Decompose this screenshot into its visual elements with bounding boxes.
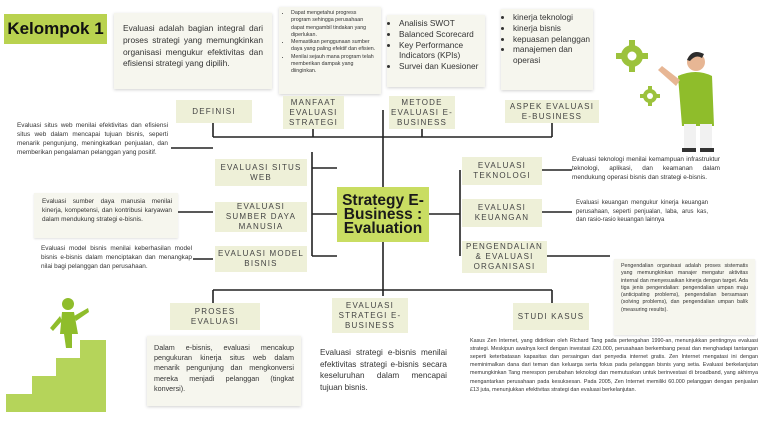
node-pengendalian: PENGENDALIAN & EVALUASI ORGANISASI bbox=[462, 241, 547, 273]
sdm-description: Evaluasi sumber daya manusia menilai kin… bbox=[42, 198, 172, 223]
situs-web-description: Evaluasi situs web menilai efektivitas d… bbox=[17, 122, 168, 157]
node-evaluasi-strategi: EVALUASI STRATEGI E-BUSINESS bbox=[332, 298, 408, 333]
central-topic: Strategy E-Business : Evaluation bbox=[337, 187, 429, 242]
list-item: kinerja bisnis bbox=[513, 23, 591, 34]
metode-card: Analisis SWOT Balanced Scorecard Key Per… bbox=[387, 15, 485, 87]
pengendalian-card: Pengendalian organisasi adalah proses si… bbox=[614, 259, 755, 335]
node-evaluasi-sdm: EVALUASI SUMBER DAYA MANUSIA bbox=[215, 202, 307, 232]
list-item: Balanced Scorecard bbox=[399, 29, 483, 40]
list-item: kepuasan pelanggan bbox=[513, 34, 591, 45]
node-evaluasi-model-bisnis: EVALUASI MODEL BISNIS bbox=[215, 246, 307, 272]
gear-icon bbox=[640, 86, 660, 106]
node-evaluasi-keuangan: EVALUASI KEUANGAN bbox=[462, 199, 542, 227]
pengendalian-description: Pengendalian organisasi adalah proses si… bbox=[621, 263, 748, 313]
list-item: Key Performance Indicators (KPIs) bbox=[399, 40, 483, 62]
stairs-climber-illustration bbox=[6, 298, 106, 412]
strategi-description: Evaluasi strategi e-bisnis menilai efekt… bbox=[320, 348, 447, 392]
manfaat-list: Dapat mengetahui progress program sehing… bbox=[281, 10, 377, 76]
node-manfaat: MANFAAT EVALUASI STRATEGI bbox=[283, 96, 344, 129]
studi-kasus-description: Kasus Zen Internet, yang didirikan oleh … bbox=[470, 338, 758, 393]
gear-icon bbox=[616, 40, 648, 72]
teknologi-description: Evaluasi teknologi menilai kemampuan inf… bbox=[572, 156, 720, 182]
node-metode: METODE EVALUASI E-BUSINESS bbox=[389, 96, 455, 129]
node-proses-evaluasi: PROSES EVALUASI bbox=[170, 303, 260, 330]
aspek-list: kinerja teknologi kinerja bisnis kepuasa… bbox=[503, 12, 591, 66]
keuangan-description: Evaluasi keuangan mengukur kinerja keuan… bbox=[576, 200, 708, 224]
person-with-gears-illustration bbox=[616, 40, 714, 152]
metode-list: Analisis SWOT Balanced Scorecard Key Per… bbox=[389, 18, 483, 72]
proses-description: Dalam e-bisnis, evaluasi mencakup penguk… bbox=[154, 343, 294, 393]
model-bisnis-description: Evaluasi model bisnis menilai keberhasil… bbox=[41, 245, 192, 271]
proses-card: Dalam e-bisnis, evaluasi mencakup penguk… bbox=[147, 336, 301, 406]
list-item: Analisis SWOT bbox=[399, 18, 483, 29]
aspek-card: kinerja teknologi kinerja bisnis kepuasa… bbox=[501, 9, 593, 90]
node-studi-kasus: STUDI KASUS bbox=[513, 303, 589, 330]
list-item: kinerja teknologi bbox=[513, 12, 591, 23]
node-aspek: ASPEK EVALUASI E-BUSINESS bbox=[505, 100, 599, 123]
list-item: Menilai sejauh mana program telah member… bbox=[291, 54, 377, 76]
list-item: Dapat mengetahui progress program sehing… bbox=[291, 10, 377, 39]
manfaat-card: Dapat mengetahui progress program sehing… bbox=[279, 7, 381, 94]
node-evaluasi-situs-web: EVALUASI SITUS WEB bbox=[215, 159, 307, 186]
list-item: Memastikan penggunaan sumber daya yang p… bbox=[291, 39, 377, 54]
intro-text: Evaluasi adalah bagian integral dari pro… bbox=[123, 23, 263, 69]
sdm-card: Evaluasi sumber daya manusia menilai kin… bbox=[34, 193, 178, 238]
group-title: Kelompok 1 bbox=[4, 14, 107, 44]
node-evaluasi-teknologi: EVALUASI TEKNOLOGI bbox=[462, 157, 542, 185]
list-item: Survei dan Kuesioner bbox=[399, 61, 483, 72]
list-item: manajemen dan operasi bbox=[513, 44, 591, 66]
node-definisi: DEFINISI bbox=[176, 100, 252, 123]
intro-card: Evaluasi adalah bagian integral dari pro… bbox=[114, 13, 272, 89]
